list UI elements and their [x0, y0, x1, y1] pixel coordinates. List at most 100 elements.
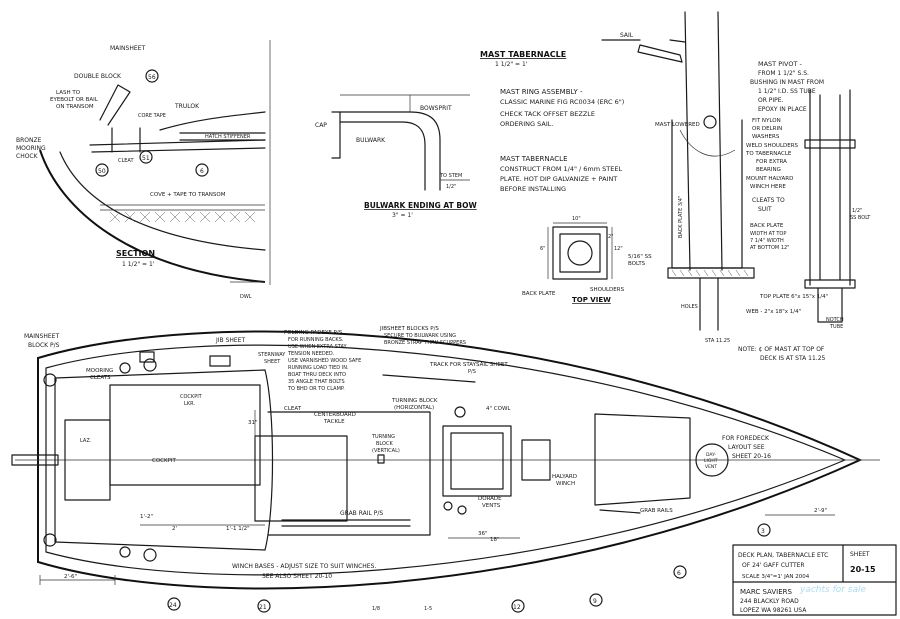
mast-pivot-1: MAST PIVOT - — [758, 60, 803, 68]
bulwark-label: BULWARK — [356, 137, 386, 144]
staysail-track — [382, 374, 476, 383]
sta-1: 1/8 — [372, 606, 380, 612]
daylight-3: VENT — [705, 464, 717, 470]
daylight-2: LIGHT — [704, 458, 718, 464]
halyard-winch-note-1: MOUNT HALYARD — [746, 176, 793, 182]
top-view-plate — [552, 226, 608, 280]
turning-block-v — [377, 454, 385, 464]
construct-note-2: CONSTRUCT FROM 1/4" / 6mm STEEL — [500, 165, 622, 173]
ss-bolt-2: SS BOLT — [850, 215, 871, 221]
sail-track — [601, 39, 686, 43]
cockpit-lkr-1: COCKPIT — [180, 394, 203, 400]
grab-rails-label: GRAB RAILS — [640, 508, 673, 514]
centerboard-trunk-box — [254, 435, 348, 522]
jibsheet-blocks-1: JIBSHEET BLOCKS P/S — [379, 326, 439, 332]
front-top-plate — [804, 279, 856, 289]
station-12: 12 — [513, 604, 521, 611]
cove-taper-label: COVE + TAPE TO TRANSOM — [150, 192, 226, 198]
mooring-cleats-label-1: MOORING — [86, 368, 113, 374]
hatch-stiffener-label: HATCH STIFFENER — [205, 134, 251, 140]
station-3: 3 — [761, 528, 765, 535]
mainsheet-bail — [99, 84, 131, 126]
forward-hatch — [442, 425, 512, 497]
callout-bubble-50 — [95, 163, 109, 177]
turning-block-h-1: TURNING BLOCK — [391, 398, 438, 404]
winch-base-port-aft — [119, 362, 131, 374]
grab-rail-label: GRAB RAIL P/S — [340, 510, 383, 517]
padeye-4: TENSION NEEDED. — [287, 351, 335, 357]
back-plate-note-3: 7 1/4" WIDTH — [750, 238, 784, 244]
weld-2: TO TABERNACLE — [745, 151, 792, 157]
foredeck-hatch — [594, 413, 691, 506]
mast-pivot-6: EPOXY IN PLACE — [758, 106, 807, 113]
to-stem-label: TO STEM — [439, 173, 462, 179]
mast-pivot-2: FROM 1 1/2" S.S. — [758, 70, 809, 77]
grab-rails-fwd — [599, 509, 641, 514]
construct-note-1: MAST TABERNACLE — [500, 155, 568, 163]
bulwark-end — [331, 111, 341, 159]
mast-pivot-4: 1 1/2" I.D. SS TUBE — [758, 88, 816, 95]
cockpit-sole — [109, 384, 261, 486]
top-view-mast — [567, 240, 593, 266]
dim-2-6-line — [39, 575, 116, 585]
top-plate-elev — [667, 267, 755, 279]
tabernacle-plates — [671, 119, 743, 269]
trulok-label: TRULOK — [174, 103, 200, 110]
dim-1-1: 1'-1 1/2" — [226, 526, 250, 532]
forward-hatch-inner — [450, 432, 504, 490]
dim-36: 36" — [478, 531, 488, 537]
cockpit-lkr-2: LKR. — [184, 401, 195, 407]
mooring-cleats-label-2: CLEATS — [90, 375, 111, 381]
transom-hatching — [109, 211, 256, 223]
track-1: TRACK FOR STAYSAIL SHEET — [429, 362, 508, 368]
title-block: DECK PLAN, TABERNACLE ETC OF 24' GAFF CU… — [732, 544, 897, 616]
title-desc-1: DECK PLAN, TABERNACLE ETC — [738, 552, 828, 559]
jibsheet-blocks-3: BRONZE STRAP THRU SCUPPERS — [384, 340, 466, 346]
jib-sheet-block — [209, 355, 231, 367]
station-6: 6 — [677, 570, 681, 577]
deck-line — [89, 139, 266, 146]
mast-side-elevation — [684, 11, 723, 271]
back-plate-note-1: BACK PLATE — [750, 223, 784, 229]
dorade-2: VENTS — [482, 503, 501, 509]
station-label: STA 11.25 — [705, 338, 730, 344]
dim-12: 12" — [614, 246, 623, 252]
bulwark-cap-outline — [339, 111, 441, 191]
section-title: SECTION — [116, 249, 155, 258]
back-plate-note-2: WIDTH AT TOP — [750, 231, 786, 237]
top-view-title: TOP VIEW — [572, 296, 611, 304]
station-bubble-24 — [167, 597, 181, 611]
mainsheet-block-label-1: MAINSHEET — [24, 333, 59, 340]
construct-note-3: PLATE. HOT DIP GALVANIZE + PAINT — [500, 175, 617, 183]
chock-label: CHOCK — [16, 153, 39, 160]
cockpit-well — [54, 369, 274, 551]
dim-2: 2' — [172, 526, 177, 532]
sternway-label-2: SHEET — [264, 359, 281, 365]
winch-base-port-fwd — [143, 358, 157, 372]
halyard-winch-base — [521, 439, 551, 481]
bowsprit-label: BOWSPRIT — [420, 105, 452, 112]
callout-bubble-56 — [145, 69, 159, 83]
mast-note-2: DECK IS AT STA 11.25 — [760, 355, 826, 362]
callout-56: 56 — [148, 74, 156, 81]
bulwark-detail: CAP BULWARK BOWSPRIT TO STEM 1/2" BULWAR… — [315, 94, 477, 219]
designer-address-2: LOPEZ WA 98261 USA — [740, 607, 807, 614]
dwl-label: DWL — [240, 294, 252, 300]
mainsheet-block-label-2: BLOCK P/S — [28, 342, 60, 349]
padeye-1: FOLDING PADEYE P/S — [284, 330, 343, 336]
station-bubble-9 — [589, 593, 603, 607]
designer-address-1: 244 BLACKLY ROAD — [740, 598, 799, 605]
pivot-bolt — [703, 115, 717, 129]
lash-to-label: LASH TO — [56, 90, 81, 96]
mast-step-tube — [699, 277, 719, 331]
designer-name: MARC SAVIERS — [740, 588, 793, 596]
cowl-vent — [454, 406, 466, 418]
dim-18: 18" — [490, 537, 500, 543]
tabernacle-elevation: SAIL MAST LOWERED MAST PIVOT - FROM 1 1/… — [601, 11, 871, 362]
padeye-6: RUNNING LOAD TIED IN. — [288, 365, 349, 371]
top-view-shoulders: SHOULDERS — [590, 287, 625, 293]
padeye-2: FOR RUNNING BACKS. — [288, 337, 344, 343]
mainsheet-block-port — [43, 373, 57, 387]
callout-bubble-51 — [139, 150, 153, 164]
